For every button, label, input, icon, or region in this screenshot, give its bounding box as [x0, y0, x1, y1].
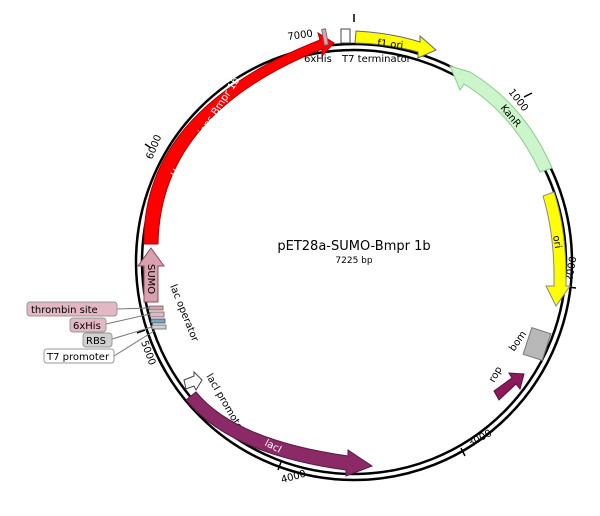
tick-1000 [523, 92, 533, 98]
thrombin-site-marker [148, 305, 164, 311]
thrombin-leader [116, 307, 150, 310]
homo-sapiens-bmpr-1b-label: Homo sapiens Bmpr 1b [169, 76, 242, 180]
6xhis-top-label: 6xHis [304, 54, 332, 65]
ori-label: ori [550, 235, 563, 250]
bom-box [522, 326, 552, 362]
homo-sapiens-bmpr-1b-arrow [143, 31, 335, 245]
rop-arrow [493, 372, 525, 401]
thrombin-site-callout [26, 301, 118, 317]
f1-ori-arrow [354, 30, 437, 59]
t7-promoter-callout [43, 348, 115, 364]
thrombin-site-callout-label: thrombin site [31, 305, 98, 316]
kanr-arrow [449, 65, 553, 173]
ori-arrow [542, 191, 571, 307]
tick-6000 [144, 143, 152, 149]
t7-terminator-box [340, 28, 351, 44]
rbs-callout [82, 332, 113, 348]
6xhis-leader [105, 313, 151, 325]
sumo-label: SUMO [145, 264, 156, 294]
plasmid-length: 7225 bp [335, 256, 372, 266]
6xhis-callout-label: 6xHis [73, 321, 101, 332]
tick-5000 [136, 329, 146, 334]
rbs-marker [151, 324, 167, 330]
lac-operator-marker [150, 318, 166, 324]
6xhis-marker [149, 311, 165, 318]
t7-promoter-leader [113, 330, 155, 357]
rop-label: rop [487, 365, 505, 385]
tick-label-6000: 6000 [145, 133, 165, 161]
plasmid-name: pET28a-SUMO-Bmpr 1b [277, 239, 430, 254]
tick-4000 [277, 461, 282, 471]
lac-operator-label: lac operator [167, 283, 200, 344]
f1-ori-label: f1 ori [377, 38, 404, 52]
tick-label-5000: 5000 [138, 339, 157, 367]
rbs-callout-label: RBS [86, 336, 106, 347]
laci-arrow [185, 391, 374, 477]
6xhis-callout [69, 317, 107, 333]
tick-3000 [460, 447, 466, 457]
rbs-leader [111, 326, 153, 340]
tick-label-2000: 2000 [564, 256, 579, 283]
tick-label-7000: 7000 [287, 29, 314, 43]
6xhis-top-marker [321, 28, 329, 46]
backbone-outer-ring [134, 42, 574, 482]
tick-label-4000: 4000 [280, 469, 307, 486]
t7-terminator-label: T7 terminator [341, 54, 412, 65]
sumo-arrow [137, 247, 165, 303]
laci-promoter-arrow [183, 370, 203, 392]
t7-promoter-callout-label: T7 promoter [46, 352, 110, 363]
